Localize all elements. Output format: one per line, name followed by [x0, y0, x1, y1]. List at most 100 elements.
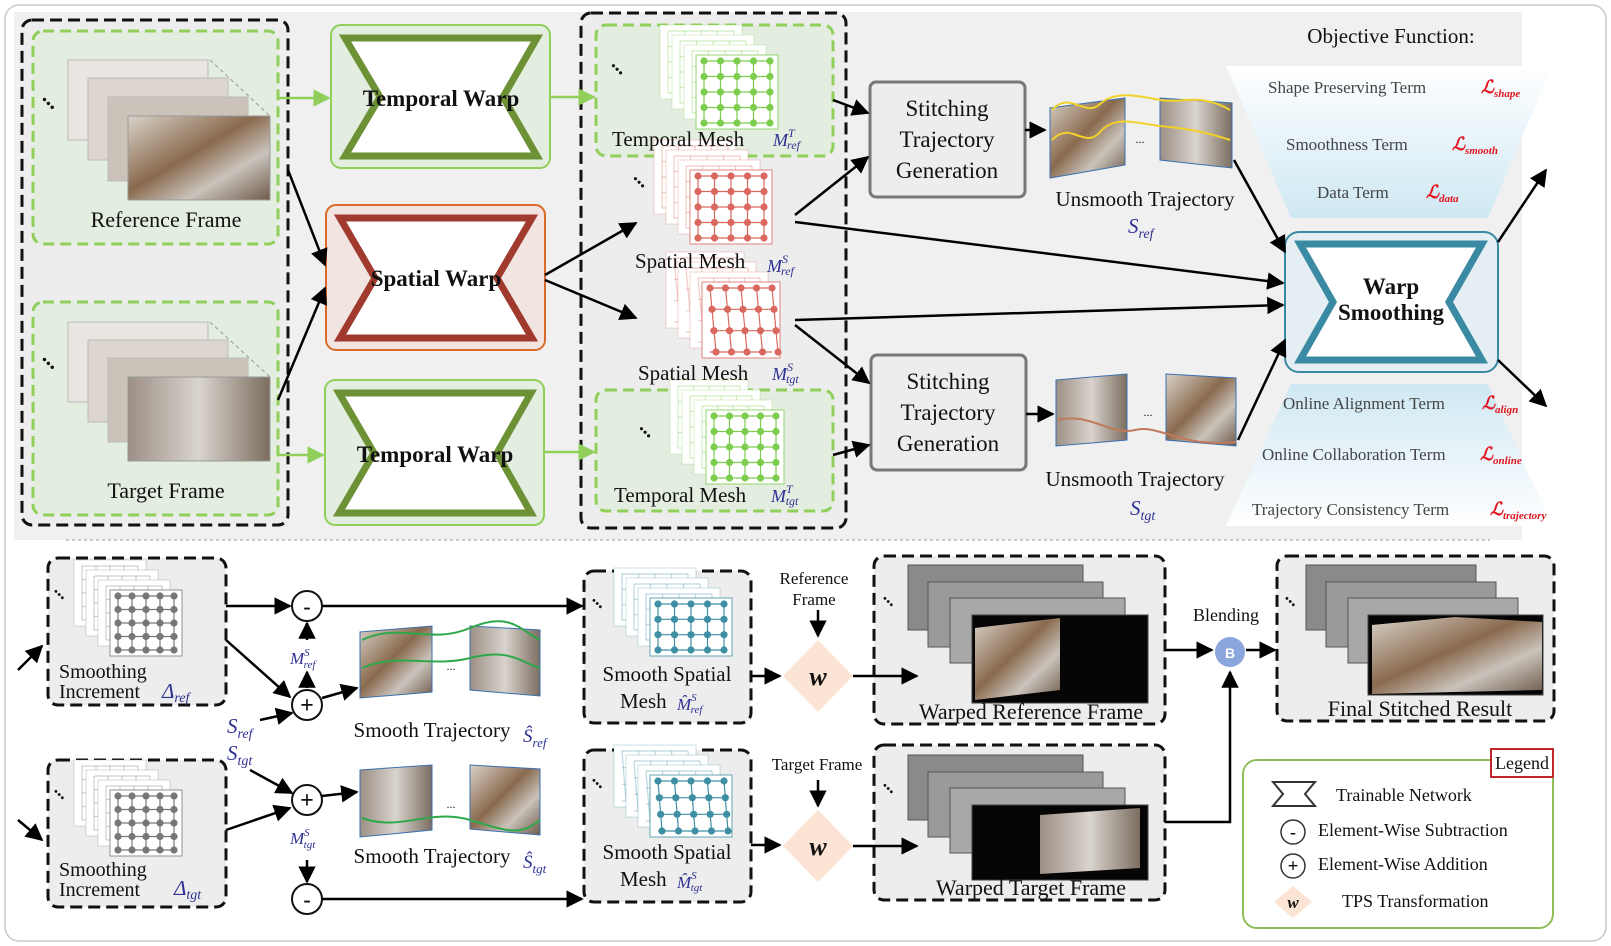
- objective-term-label: Data Term: [1317, 183, 1389, 202]
- temporal-warp-ref-label: Temporal Warp: [363, 86, 520, 111]
- spatial-mesh-tgt-grid: [665, 251, 782, 359]
- smoothing-increment-tgt-grid: [73, 759, 183, 857]
- shat-tgt-symbol: Ŝtgt: [523, 851, 547, 876]
- delta-ref-symbol: Δref: [161, 679, 191, 706]
- final-result-stack: [1305, 564, 1544, 696]
- temporal-warp-ref-network-icon: [338, 34, 544, 160]
- objective-function-title: Objective Function:: [1307, 24, 1474, 48]
- stitching-tgt-line3: Generation: [897, 431, 1000, 456]
- target-frame-stack: ...: [38, 321, 271, 462]
- objective-term-label: Online Collaboration Term: [1262, 445, 1446, 464]
- smoothing-increment-tgt-line2: Increment: [59, 879, 141, 901]
- temporal-warp-tgt-network-icon: [332, 389, 538, 517]
- temporal-warp-tgt-label: Temporal Warp: [357, 442, 514, 467]
- warped-reference-label: Warped Reference Frame: [919, 699, 1143, 724]
- smooth-spatial-mesh-ref-line2: Mesh: [620, 689, 667, 713]
- stitching-tgt-box: [869, 353, 1028, 472]
- warped-reference-stack: [907, 564, 1149, 704]
- black-arrows-top: [276, 98, 1548, 458]
- smooth-spatial-mesh-tgt-line1: Smooth Spatial: [603, 840, 732, 864]
- warp-smoothing-line2: Smoothing: [1338, 300, 1445, 325]
- green-arrows: [278, 88, 596, 464]
- smooth-trajectory-tgt-label: Smooth Trajectory: [354, 844, 511, 868]
- smoothing-increment-tgt-line1: Smoothing: [59, 859, 147, 881]
- s-tgt-symbol: Stgt: [1130, 496, 1156, 524]
- smooth-spatial-mesh-ref-line1: Smooth Spatial: [603, 662, 732, 686]
- s-ref-input-symbol: Sref: [227, 714, 255, 742]
- spatial-mesh-ref-label: Spatial Mesh: [635, 249, 746, 273]
- reference-frame-input-line2: Frame: [792, 590, 835, 609]
- smooth-spatial-mesh-ref-grid: [613, 567, 733, 657]
- temporal-mesh-ref-label: Temporal Mesh: [612, 127, 745, 151]
- warp-smoothing-line1: Warp: [1363, 274, 1419, 299]
- temporal-mesh-tgt-label: Temporal Mesh: [614, 483, 747, 507]
- tps-tgt-w: w: [809, 832, 827, 861]
- legend-title-box: [1490, 748, 1554, 778]
- plus-op-tgt: +: [291, 784, 323, 816]
- unsmooth-trajectory-tgt-image: [1055, 373, 1237, 447]
- smooth-trajectory-ref-image: [359, 620, 541, 699]
- smoothing-increment-ref-line2: Increment: [59, 681, 141, 703]
- legend-subtraction-label: Element-Wise Subtraction: [1318, 820, 1508, 840]
- reference-frame-stack: ...: [38, 59, 271, 201]
- tps-ref-w: w: [809, 662, 827, 691]
- objective-top-trapezoid: [1226, 66, 1552, 218]
- blending-label: Blending: [1193, 605, 1259, 625]
- svg-text:...: ...: [1136, 132, 1145, 146]
- stitching-tgt-line2: Trajectory: [901, 400, 996, 425]
- legend-tps-label: TPS Transformation: [1342, 891, 1489, 911]
- svg-text:+: +: [1288, 856, 1299, 877]
- smooth-trajectory-ref-label: Smooth Trajectory: [354, 718, 511, 742]
- spatial-warp-network-icon: [333, 214, 539, 342]
- legend-minus-icon: [1280, 819, 1306, 845]
- svg-text:-: -: [303, 887, 310, 912]
- spatial-mesh-tgt-label: Spatial Mesh: [638, 361, 749, 385]
- spatial-mesh-ref-grid: [653, 139, 773, 245]
- reference-frame-label: Reference Frame: [91, 207, 242, 232]
- final-result-label: Final Stitched Result: [1328, 696, 1513, 721]
- tps-tgt-diamond: [783, 810, 853, 882]
- stitching-ref-line2: Trajectory: [900, 127, 995, 152]
- objective-term-label: Smoothness Term: [1286, 135, 1408, 154]
- delta-tgt-symbol: Δtgt: [173, 876, 202, 903]
- objective-term-label: Trajectory Consistency Term: [1252, 500, 1449, 519]
- unsmooth-trajectory-ref-image: [1049, 94, 1233, 179]
- target-frame-label: Target Frame: [107, 478, 224, 503]
- unsmooth-trajectory-tgt-label: Unsmooth Trajectory: [1045, 467, 1225, 491]
- objective-bottom-trapezoid: [1226, 384, 1552, 526]
- blend-operator: [1215, 637, 1245, 667]
- warped-target-label: Warped Target Frame: [936, 875, 1126, 900]
- smoothing-increment-ref-grid: [73, 559, 183, 657]
- warp-smoothing-network-icon: [1293, 240, 1489, 364]
- svg-text:w: w: [1287, 893, 1299, 912]
- smooth-spatial-mesh-tgt-line2: Mesh: [620, 867, 667, 891]
- temporal-mesh-ref-grid: [659, 24, 779, 130]
- legend-title: Legend: [1495, 753, 1549, 773]
- svg-text:-: -: [303, 594, 310, 619]
- tps-ref-diamond: [783, 640, 853, 712]
- legend-box: [1242, 759, 1554, 929]
- s-tgt-input-symbol: Stgt: [227, 741, 253, 769]
- minus-op-tgt: -: [291, 883, 323, 915]
- reference-frame-input-line1: Reference: [780, 569, 849, 588]
- temporal-mesh-tgt-grid: [669, 379, 785, 485]
- smooth-spatial-mesh-tgt-grid: [613, 744, 733, 838]
- svg-text:+: +: [300, 693, 314, 719]
- svg-text:+: +: [300, 788, 314, 814]
- stitching-ref-line3: Generation: [896, 158, 999, 183]
- minus-op-ref: -: [291, 590, 323, 622]
- svg-text:...: ...: [1144, 405, 1153, 419]
- s-ref-symbol: Sref: [1128, 214, 1156, 242]
- legend-w-icon: [1274, 886, 1312, 918]
- legend-addition-label: Element-Wise Addition: [1318, 854, 1488, 874]
- objective-term-label: Shape Preserving Term: [1268, 78, 1426, 97]
